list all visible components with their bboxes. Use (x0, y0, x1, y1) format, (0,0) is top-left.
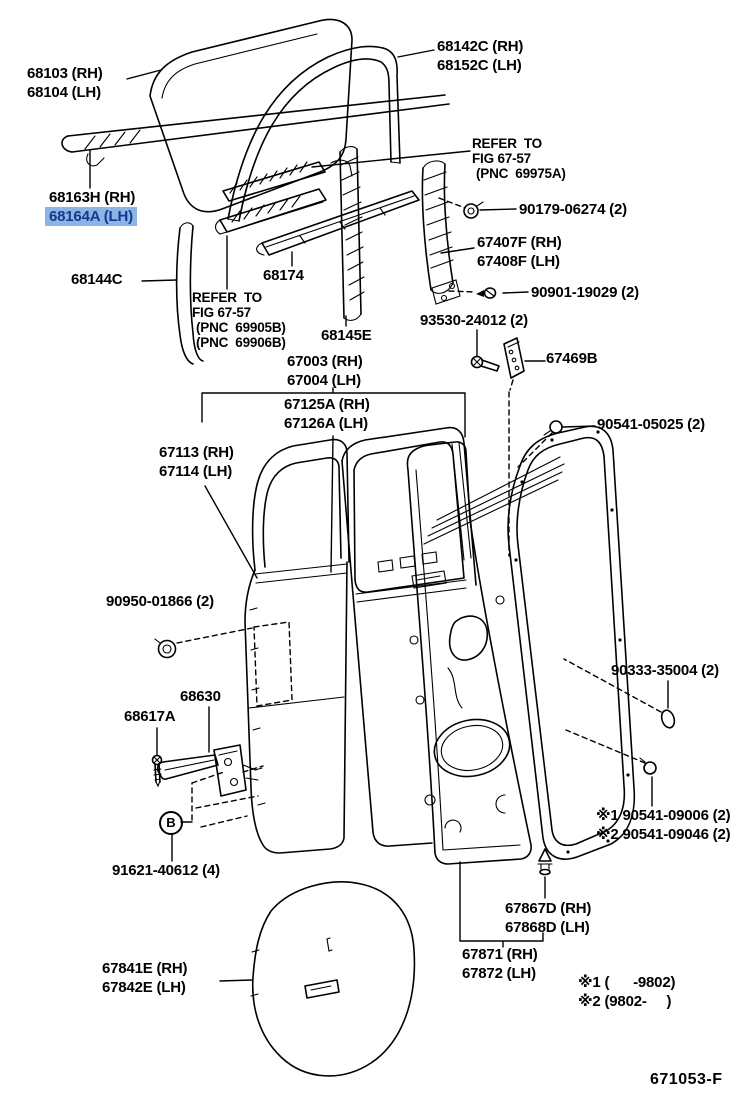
door-weatherstrip-drawing (508, 426, 634, 859)
part-number-90179[interactable]: 90179-06274 (2) (519, 201, 627, 218)
clip-90541-09006-icon (640, 758, 656, 774)
bolt-68617-icon (153, 756, 162, 787)
part-number-67113[interactable]: 67113 (RH) 67114 (LH) (159, 444, 234, 480)
trim-board-drawing (251, 882, 414, 1076)
part-number-68145e[interactable]: 68145E (321, 327, 372, 344)
rear-channel-drawing (340, 147, 364, 321)
part-number-90541-09006[interactable]: ※1 90541-09006 (2) ※2 90541-09046 (2) (596, 807, 731, 843)
date-range-note: ※1 ( -9802) ※2 (9802- ) (578, 974, 676, 1010)
highlighted-part-number[interactable]: 68164A (LH) (45, 207, 137, 226)
grommet-90950-icon (155, 639, 176, 658)
refer-note-69905b: REFER TO FIG 67-57 (PNC 69905B) (PNC 699… (192, 290, 286, 350)
leader-lines (90, 50, 668, 981)
part-number-67841e[interactable]: 67841E (RH) 67842E (LH) (102, 960, 188, 996)
screw-90901-icon (476, 288, 496, 298)
part-number-67407f[interactable]: 67407F (RH) 67408F (LH) (477, 234, 562, 270)
door-inner-panel-drawing (407, 442, 531, 864)
callout-marker-b: B (159, 811, 183, 835)
part-number-93530[interactable]: 93530-24012 (2) (420, 312, 528, 329)
part-number-91621[interactable]: 91621-40612 (4) (112, 862, 220, 879)
door-outer-panel-drawing (196, 440, 349, 853)
refer-note-69975a: REFER TO FIG 67-57 (PNC 69975A) (472, 136, 566, 181)
part-number-67469b[interactable]: 67469B (546, 350, 598, 367)
part-number-68617a[interactable]: 68617A (124, 708, 176, 725)
part-number-67871[interactable]: 67871 (RH) 67872 (LH) (462, 946, 538, 982)
part-number-90541-05025[interactable]: 90541-05025 (2) (597, 416, 705, 433)
part-number-68142c[interactable]: 68142C (RH) 68152C (LH) (437, 38, 524, 74)
part-number-90950[interactable]: 90950-01866 (2) (106, 593, 214, 610)
plate-67469-icon (504, 338, 524, 378)
part-number-90901[interactable]: 90901-19029 (2) (531, 284, 639, 301)
part-number-68163h[interactable]: 68163H (RH) 68164A (LH) (45, 188, 137, 226)
part-number-67125a[interactable]: 67125A (RH) 67126A (LH) (284, 396, 370, 432)
division-channel-drawing (422, 161, 460, 304)
dashed-leader-lines (177, 198, 661, 820)
check-strap-drawing (158, 745, 258, 796)
part-number-67867d[interactable]: 67867D (RH) 67868D (LH) (505, 900, 592, 936)
front-run-channel-drawing (177, 223, 203, 364)
part-number-90333[interactable]: 90333-35004 (2) (611, 662, 719, 679)
clip-67867-icon (538, 849, 552, 875)
part-number-68103[interactable]: 68103 (RH) 68104 (LH) (27, 65, 103, 101)
screw-93530-icon (472, 357, 500, 372)
plug-90333-icon (660, 709, 677, 730)
part-number-68174[interactable]: 68174 (263, 267, 304, 284)
belt-molding-drawing (62, 95, 449, 166)
glass-run-channel-drawing (228, 46, 400, 221)
part-number-68144c[interactable]: 68144C (71, 271, 123, 288)
door-glass-drawing (150, 20, 352, 212)
part-number-67003[interactable]: 67003 (RH) 67004 (LH) (287, 353, 363, 389)
belt-weatherstrip-bars-drawing (216, 160, 420, 255)
door-sash-drawing (342, 428, 564, 847)
figure-code: 671053-F (650, 1071, 723, 1088)
part-number-68630[interactable]: 68630 (180, 688, 221, 705)
grommet-90179-icon (464, 202, 483, 218)
